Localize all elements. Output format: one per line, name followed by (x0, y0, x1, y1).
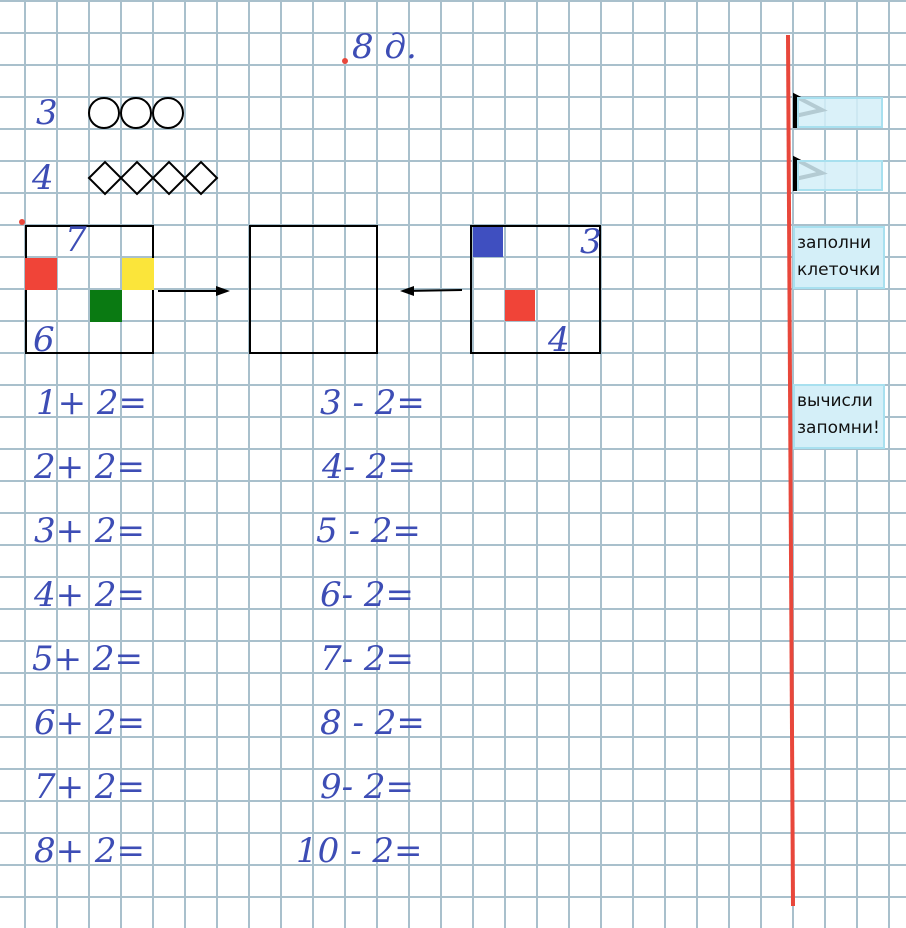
box-number-4: 4 (548, 320, 570, 360)
box-number-6: 6 (33, 320, 55, 360)
yellow-square (122, 258, 154, 290)
red-dot (342, 58, 348, 64)
addition-equation: 2+ 2= (34, 447, 146, 487)
addition-equation: 8+ 2= (34, 831, 146, 871)
margin-line (786, 34, 795, 907)
arrow-left (400, 286, 463, 296)
subtraction-equation: 10 - 2= (296, 831, 423, 871)
circles-row (88, 97, 184, 129)
circle-shape (120, 97, 152, 129)
box-number-3: 3 (580, 222, 602, 262)
subtraction-equation: 3 - 2= (320, 383, 425, 423)
diamonds-row (87, 160, 219, 196)
addition-equation: 7+ 2= (34, 767, 146, 807)
circle-shape (152, 97, 184, 129)
subtraction-equation: 6- 2= (320, 575, 415, 615)
circle-shape (88, 97, 120, 129)
addition-equation: 6+ 2= (34, 703, 146, 743)
diamond-shape (151, 160, 187, 196)
fill-cells-label: заполни клеточки (793, 226, 885, 289)
flag-label-1 (797, 97, 883, 128)
addition-equation: 3+ 2= (34, 511, 146, 551)
addition-equation: 5+ 2= (32, 639, 144, 679)
count-number-3: 3 (36, 93, 58, 133)
green-square (90, 290, 122, 322)
blue-square (473, 227, 503, 257)
arrow-right (158, 286, 230, 296)
compute-remember-label: вычисли запомни! (793, 384, 885, 449)
subtraction-equation: 5 - 2= (316, 511, 421, 551)
red-dot (19, 219, 25, 225)
diamond-shape (87, 160, 123, 196)
subtraction-equation: 8 - 2= (320, 703, 425, 743)
box-number-7: 7 (65, 220, 87, 260)
red-square (25, 258, 57, 290)
diamond-shape (183, 160, 219, 196)
middle-empty-box[interactable] (249, 225, 378, 354)
subtraction-equation: 7- 2= (320, 639, 415, 679)
addition-equation: 4+ 2= (34, 575, 146, 615)
addition-equation: 1+ 2= (36, 383, 148, 423)
right-grid-box: 3 4 (470, 222, 602, 360)
subtraction-equation: 9- 2= (320, 767, 415, 807)
count-number-4: 4 (32, 158, 54, 198)
diamond-shape (119, 160, 155, 196)
red-square (505, 290, 535, 321)
flag-label-2 (797, 160, 883, 191)
left-grid-box: 7 6 (25, 220, 154, 360)
title: 8 д. (352, 27, 417, 67)
subtraction-equation: 4- 2= (322, 447, 417, 487)
